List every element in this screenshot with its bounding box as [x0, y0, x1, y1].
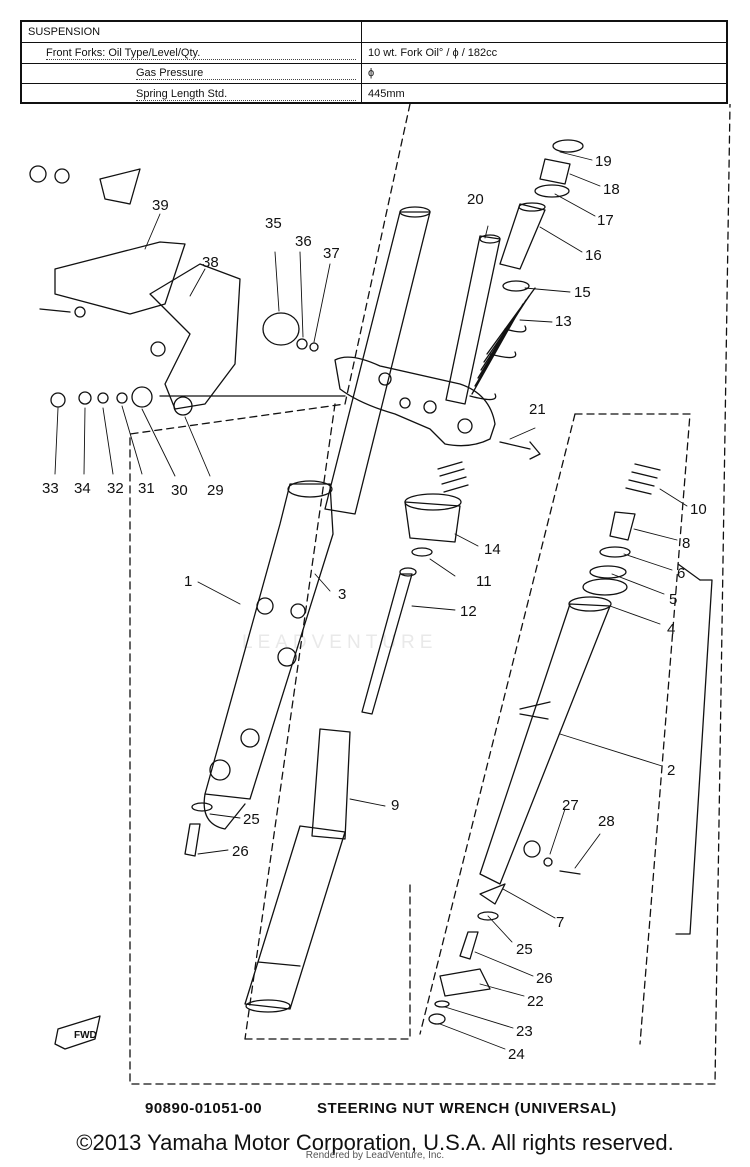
- table-row: Gas Pressure ϕ: [22, 63, 726, 83]
- steering-stem: [445, 234, 501, 405]
- dotted-leader: [46, 59, 356, 60]
- dotted-leader: [136, 79, 356, 80]
- callout-22: 22: [527, 993, 544, 1010]
- callout-33: 33: [42, 480, 59, 497]
- table-row: Spring Length Std. 445mm: [22, 84, 726, 104]
- washer-37: [309, 342, 319, 352]
- table-divider: [361, 22, 362, 102]
- callout-11: 11: [476, 573, 492, 590]
- outer-tube-right: [479, 596, 612, 885]
- outer-tube-left: [203, 480, 334, 830]
- spec-item: Spring Length Std.: [136, 88, 228, 100]
- callout-28: 28: [598, 813, 615, 830]
- fastener-stack: [50, 386, 346, 408]
- fwd-label: FWD: [74, 1030, 97, 1041]
- table-rule: [22, 63, 726, 64]
- callout-37: 37: [323, 245, 340, 262]
- callout-38: 38: [202, 254, 219, 271]
- callout-29: 29: [207, 482, 224, 499]
- callout-27: 27: [562, 797, 579, 814]
- callout-24: 24: [508, 1046, 525, 1063]
- callout-21: 21: [529, 401, 546, 418]
- callout-13: 13: [555, 313, 572, 330]
- callout-14: 14: [484, 541, 501, 558]
- spacer-8: [609, 511, 636, 541]
- washer-25-left: [191, 802, 213, 812]
- callout-7: 7: [556, 914, 564, 931]
- callout-16: 16: [585, 247, 602, 264]
- callout-26-right: 26: [536, 970, 553, 987]
- tool-part-number: 90890-01051-00: [145, 1100, 263, 1117]
- upper-parts: [499, 139, 584, 292]
- oil-seal: [582, 578, 628, 596]
- callout-12: 12: [460, 603, 477, 620]
- spec-value: ϕ: [368, 67, 375, 79]
- table-heading: SUSPENSION: [28, 26, 101, 38]
- damper-rod: [361, 567, 417, 715]
- callout-17: 17: [597, 212, 614, 229]
- dotted-leader: [136, 100, 356, 101]
- callout-32: 32: [107, 480, 124, 497]
- group-outline: [129, 104, 731, 1085]
- callout-30: 30: [171, 482, 188, 499]
- leader-lines: [54, 151, 688, 1050]
- callout-23: 23: [516, 1023, 533, 1040]
- callout-8: 8: [682, 535, 690, 552]
- callout-36: 36: [295, 233, 312, 250]
- washer-5: [589, 565, 627, 579]
- callout-15: 15: [574, 284, 591, 301]
- callout-6: 6: [677, 565, 685, 582]
- spec-value: 445mm: [368, 88, 405, 100]
- bracket-line: [677, 563, 701, 581]
- fork-spring: [469, 287, 536, 401]
- callout-20: 20: [467, 191, 484, 208]
- small-spring: [437, 461, 469, 493]
- callout-9: 9: [391, 797, 399, 814]
- copyright-notice: ©2013 Yamaha Motor Corporation, U.S.A. A…: [76, 1130, 674, 1155]
- callout-35: 35: [265, 215, 282, 232]
- spec-item: Gas Pressure: [136, 67, 204, 79]
- emblem-disc: [262, 312, 300, 346]
- callout-2: 2: [667, 762, 675, 779]
- callout-39: 39: [152, 197, 169, 214]
- cap-cylinder: [404, 493, 462, 543]
- callout-34: 34: [74, 480, 91, 497]
- callout-31: 31: [138, 480, 155, 497]
- tool-name: STEERING NUT WRENCH (UNIVERSAL): [317, 1100, 617, 1117]
- callout-numbers: 1 2 3 4 5 6 7 8 9 10 11 12 13 14 15 16 1…: [42, 153, 707, 1063]
- callout-19: 19: [595, 153, 612, 170]
- callout-25-left: 25: [243, 811, 260, 828]
- table-row: Front Forks: Oil Type/Level/Qty. 10 wt. …: [22, 43, 726, 63]
- callout-1: 1: [184, 573, 192, 590]
- spring-10: [625, 463, 661, 495]
- inner-tube-left: [324, 206, 431, 515]
- callout-18: 18: [603, 181, 620, 198]
- callout-10: 10: [690, 501, 707, 518]
- clip-6: [599, 546, 631, 558]
- table-heading-row: SUSPENSION: [22, 22, 726, 42]
- bolt: [499, 441, 541, 460]
- fwd-arrow-icon: FWD: [54, 1015, 101, 1050]
- callout-3: 3: [338, 586, 346, 603]
- ring-11: [411, 547, 433, 557]
- spec-item: Front Forks: Oil Type/Level/Qty.: [46, 47, 201, 59]
- callout-25-right: 25: [516, 941, 533, 958]
- axle-holder-parts: [428, 857, 581, 1025]
- headlight-bracket: [29, 165, 241, 416]
- under-bracket: [334, 356, 496, 447]
- bracket-line: [675, 579, 713, 935]
- washer-36: [296, 338, 308, 350]
- front-fork-exploded-diagram: FWD 1 2 3 4 5 6 7 8 9 10 11 12 13 14 15 …: [29, 104, 731, 1085]
- table-rule: [22, 83, 726, 84]
- spec-value: 10 wt. Fork Oil° / ϕ / 182cc: [368, 47, 498, 59]
- bolt-26-left: [184, 823, 201, 857]
- callout-5: 5: [669, 591, 677, 608]
- callout-4: 4: [667, 621, 675, 638]
- slider-tube: [244, 728, 351, 1013]
- callout-26-left: 26: [232, 843, 249, 860]
- rendered-by-note: Rendered by LeadVenture, Inc.: [305, 1150, 445, 1161]
- spec-table: SUSPENSION Front Forks: Oil Type/Level/Q…: [20, 20, 728, 104]
- table-rule: [22, 42, 726, 43]
